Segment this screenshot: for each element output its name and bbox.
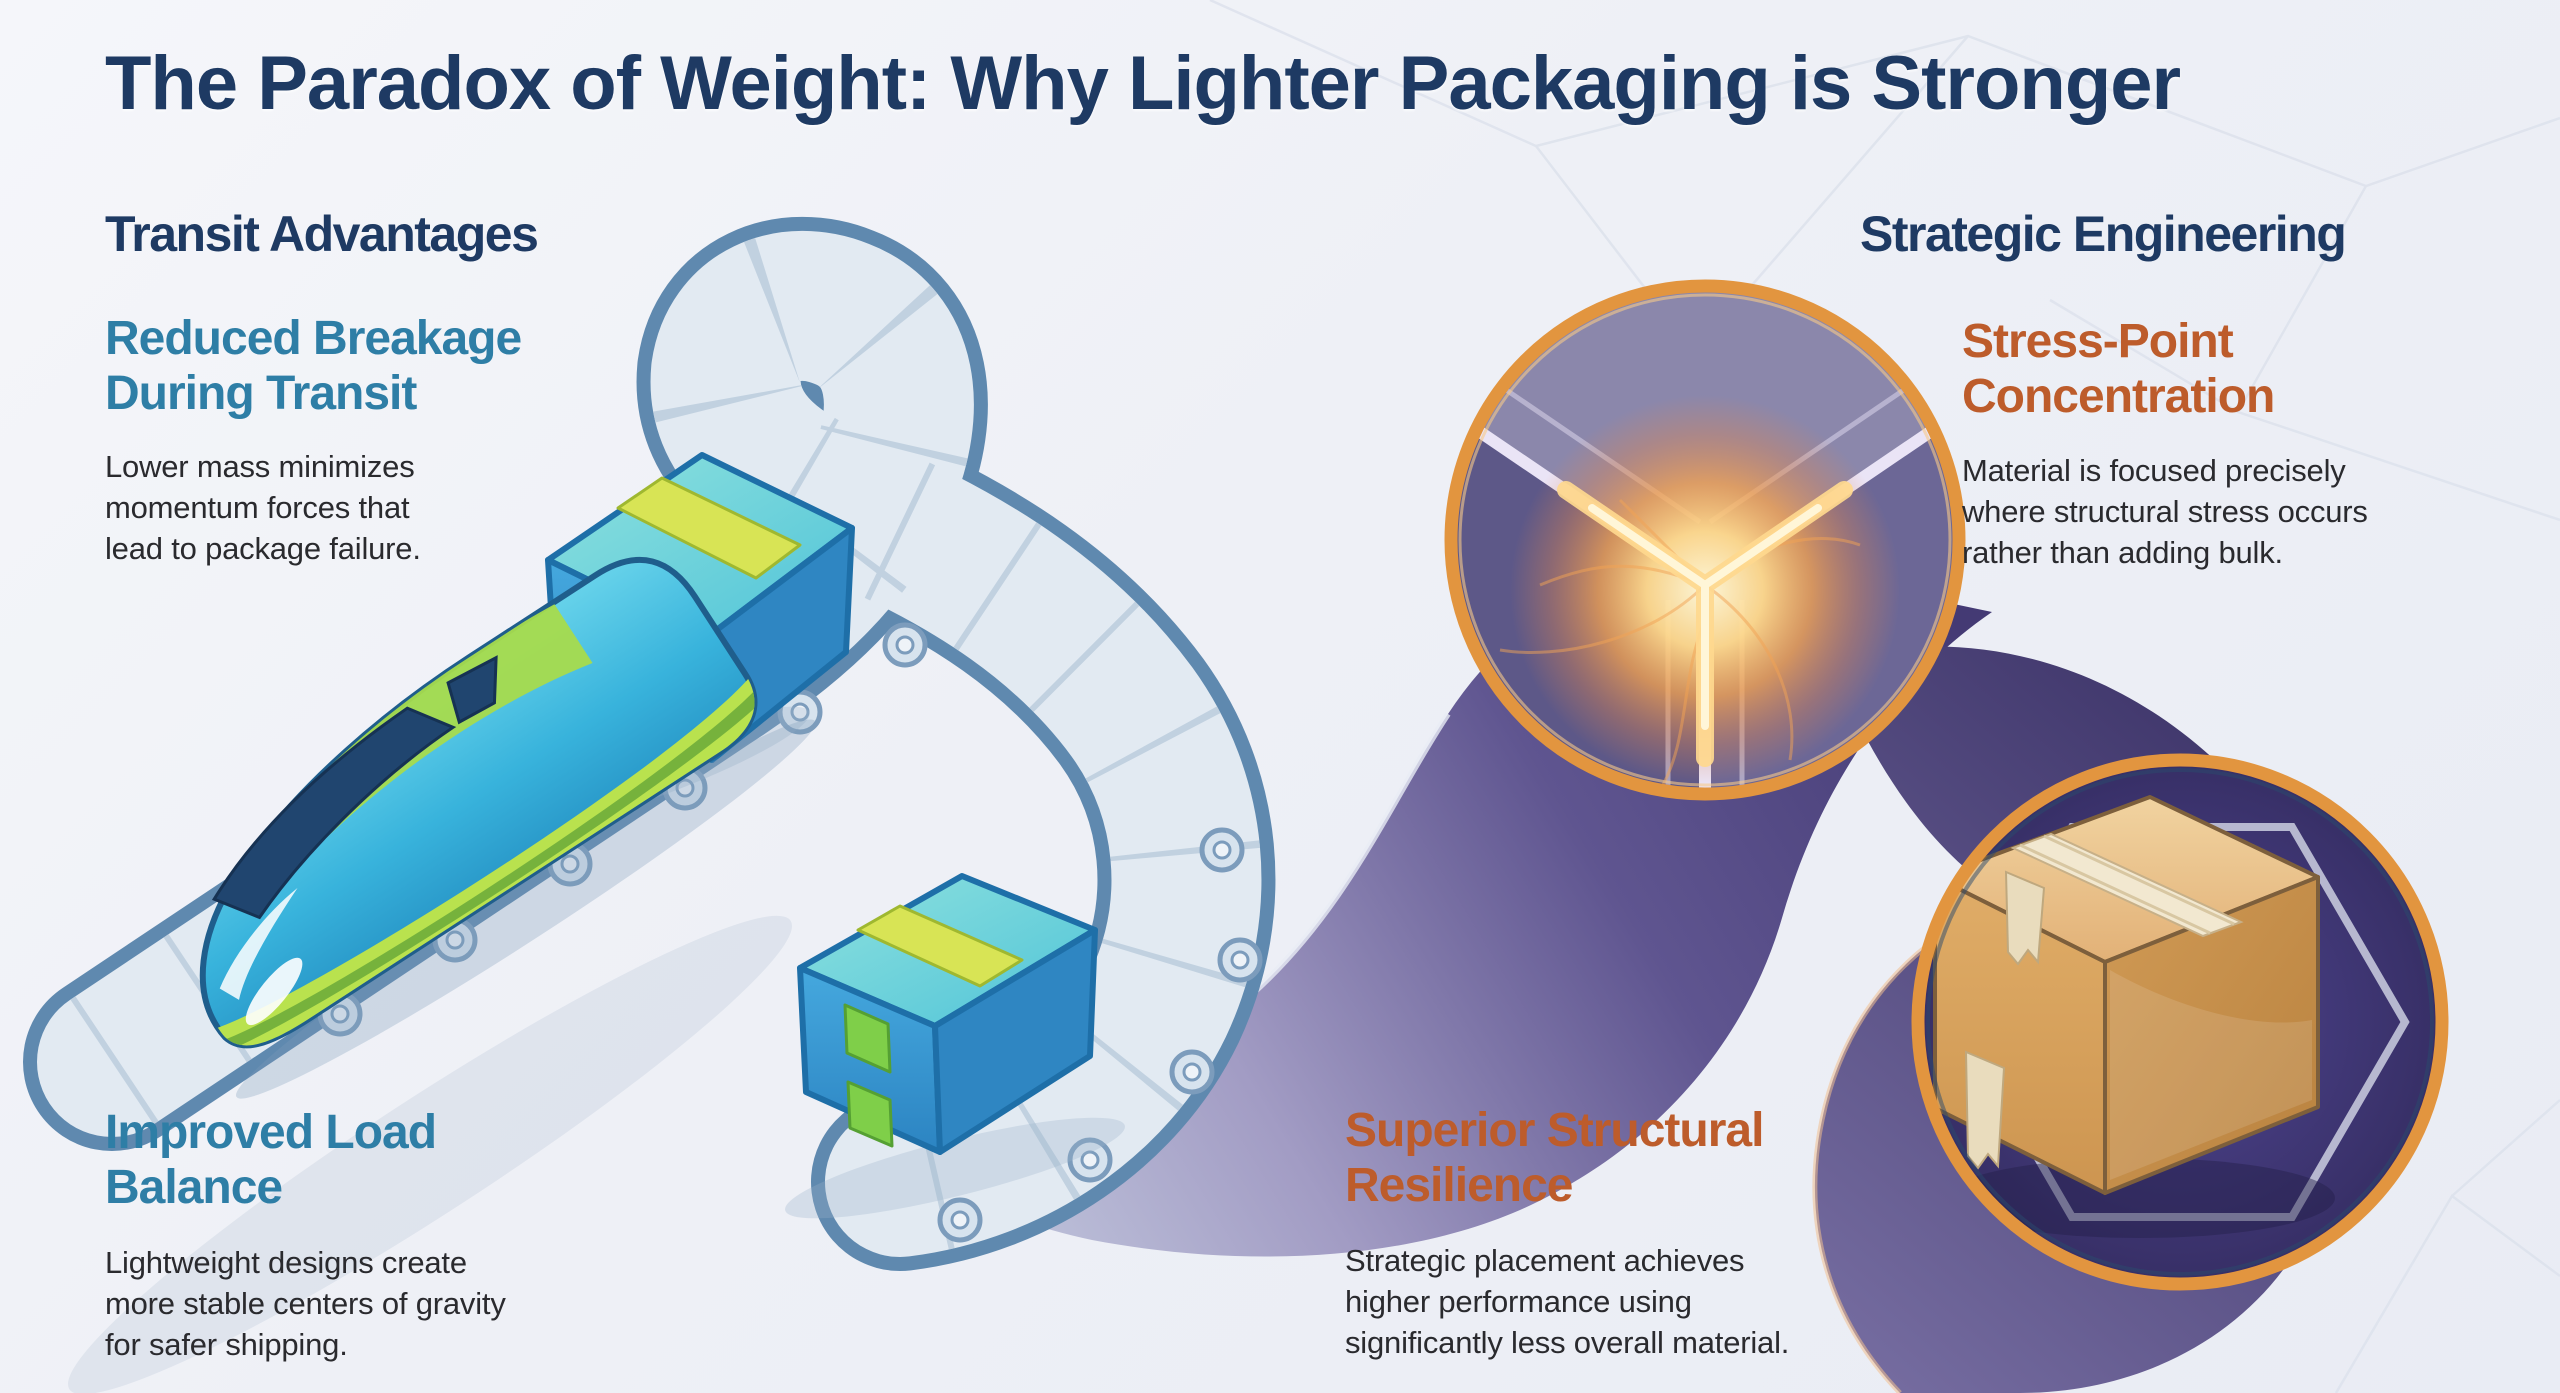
background-mesh: [1209, 0, 2560, 1393]
page-title: The Paradox of Weight: Why Lighter Packa…: [105, 41, 2181, 126]
package-box-2: [785, 873, 1125, 1219]
stress-point-body: Material is focused precisely where stru…: [1962, 453, 2368, 571]
bullet-train: [104, 517, 816, 1099]
stress-point-heading: Stress-Point Concentration: [1962, 315, 2275, 423]
reduced-breakage-body: Lower mass minimizes momentum forces tha…: [105, 449, 421, 567]
superior-resilience-heading: Superior Structural Resilience: [1345, 1104, 1764, 1212]
cardboard-box-circle: [1911, 753, 2449, 1291]
transit-advantages-heading: Transit Advantages: [105, 206, 539, 262]
improved-load-balance-heading: Improved Load Balance: [105, 1106, 437, 1214]
strategic-engineering-heading: Strategic Engineering: [1860, 206, 2347, 262]
improved-load-balance-body: Lightweight designs create more stable c…: [105, 1245, 506, 1363]
reduced-breakage-heading: Reduced Breakage During Transit: [105, 312, 522, 420]
superior-resilience-body: Strategic placement achieves higher perf…: [1345, 1243, 1790, 1361]
conveyor-belt: [23, 217, 1276, 1393]
